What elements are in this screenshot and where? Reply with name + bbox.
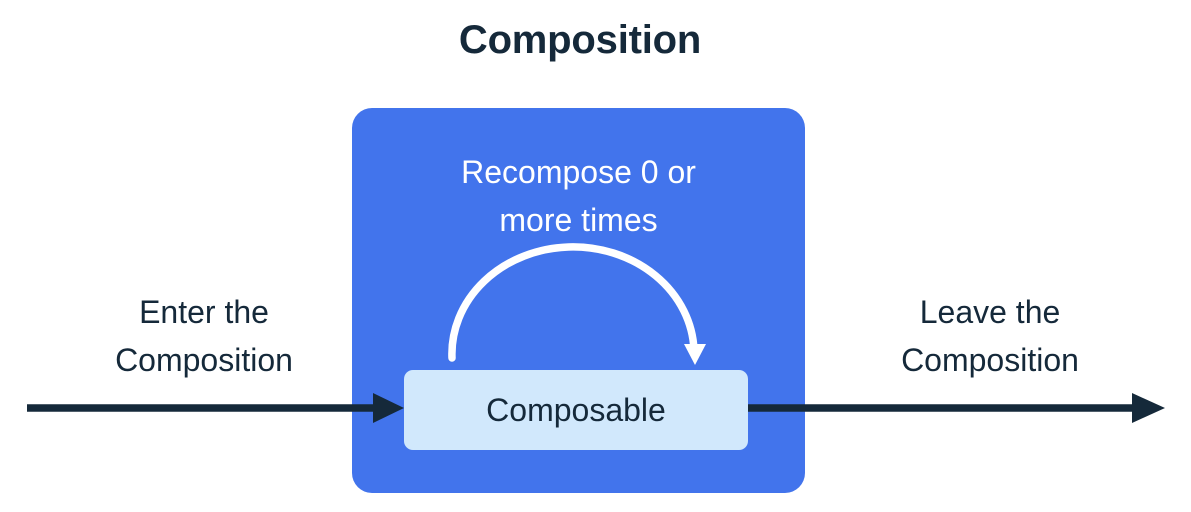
recompose-label-line-2: more times xyxy=(499,202,658,238)
leave-composition-label-line-2: Composition xyxy=(901,342,1079,378)
recompose-label-line-1: Recompose 0 or xyxy=(461,154,696,190)
recompose-loop-arrow-icon xyxy=(448,243,706,365)
page-title: Composition xyxy=(458,18,702,62)
leave-composition-label: Leave the Composition xyxy=(840,288,1140,384)
composable-label: Composable xyxy=(486,392,666,428)
recompose-label: Recompose 0 or more times xyxy=(352,148,805,244)
enter-composition-label: Enter the Composition xyxy=(54,288,354,384)
leave-composition-label-line-1: Leave the xyxy=(919,294,1061,330)
enter-composition-label-line-1: Enter the xyxy=(139,294,269,330)
enter-arrow-right-icon xyxy=(27,393,404,423)
leave-arrow-right-icon xyxy=(748,393,1165,423)
enter-composition-label-line-2: Composition xyxy=(115,342,293,378)
composable-node: Composable xyxy=(404,370,748,450)
